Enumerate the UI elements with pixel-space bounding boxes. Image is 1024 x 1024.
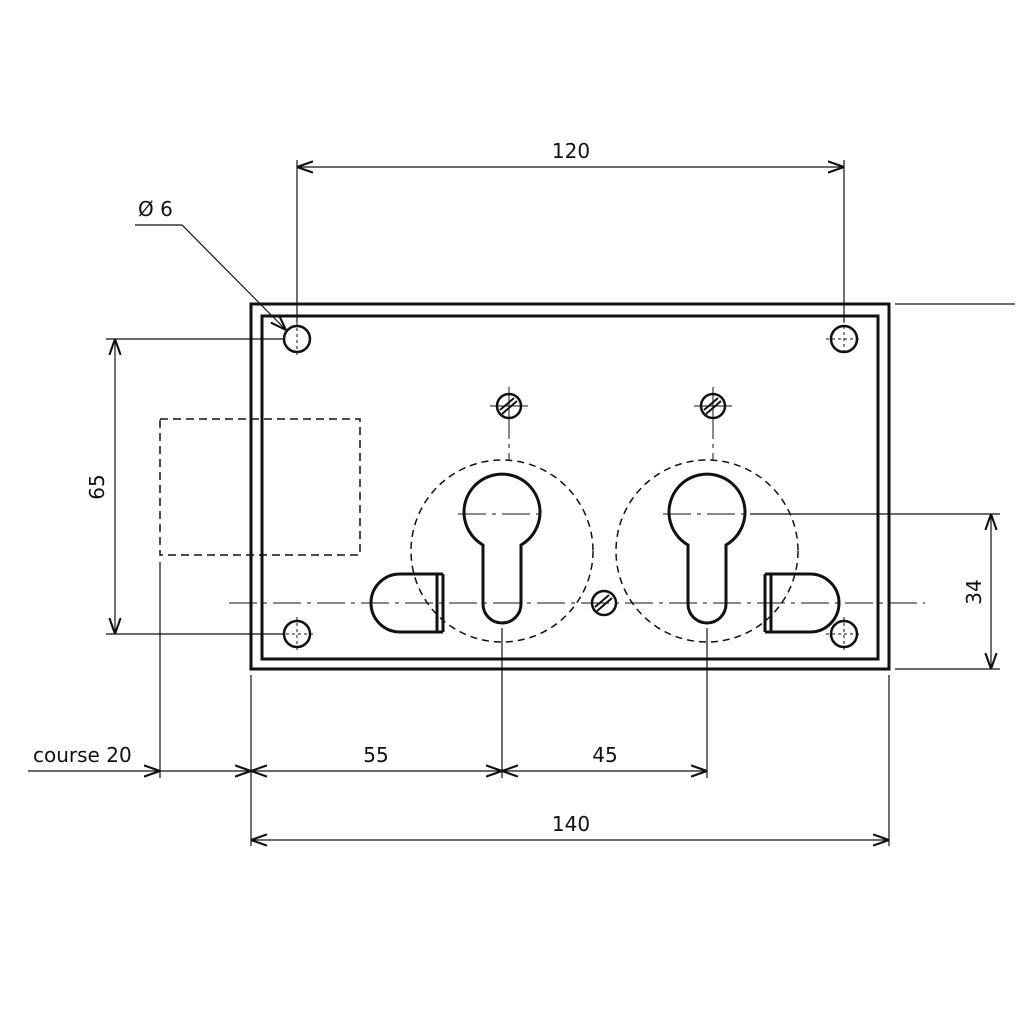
extension-lines xyxy=(106,160,1015,846)
screw-left xyxy=(490,387,528,425)
rosette-right xyxy=(615,459,799,643)
cylinder-keyholes xyxy=(462,472,747,625)
mounting-hole-top-left xyxy=(282,322,312,356)
leader-hole-diameter xyxy=(135,224,286,330)
keyhole-left xyxy=(462,472,542,625)
mounting-hole-bottom-right xyxy=(826,617,862,651)
label-45: 45 xyxy=(592,743,617,767)
center-lines xyxy=(229,425,925,604)
mounting-hole-bottom-left xyxy=(280,617,314,651)
label-120: 120 xyxy=(552,139,590,163)
plate-outer-edge xyxy=(249,302,891,671)
dimension-labels: 120 Ø 6 65 34 course 20 55 45 140 xyxy=(33,139,986,836)
label-65: 65 xyxy=(85,474,109,499)
keyhole-right xyxy=(667,472,747,625)
plate-inner-edge xyxy=(260,314,880,661)
label-hole-diameter: Ø 6 xyxy=(138,197,173,221)
latch-bolt-hidden-outline xyxy=(159,418,361,556)
lock-plate xyxy=(249,302,891,671)
label-course: course 20 xyxy=(33,743,132,767)
dimension-lines xyxy=(28,167,991,840)
label-55: 55 xyxy=(363,743,388,767)
mounting-holes xyxy=(280,302,862,651)
label-140: 140 xyxy=(552,812,590,836)
rosette-left xyxy=(410,459,594,643)
label-34: 34 xyxy=(962,579,986,604)
rosettes xyxy=(410,459,799,643)
screw-right xyxy=(694,387,732,425)
screws xyxy=(490,387,732,617)
